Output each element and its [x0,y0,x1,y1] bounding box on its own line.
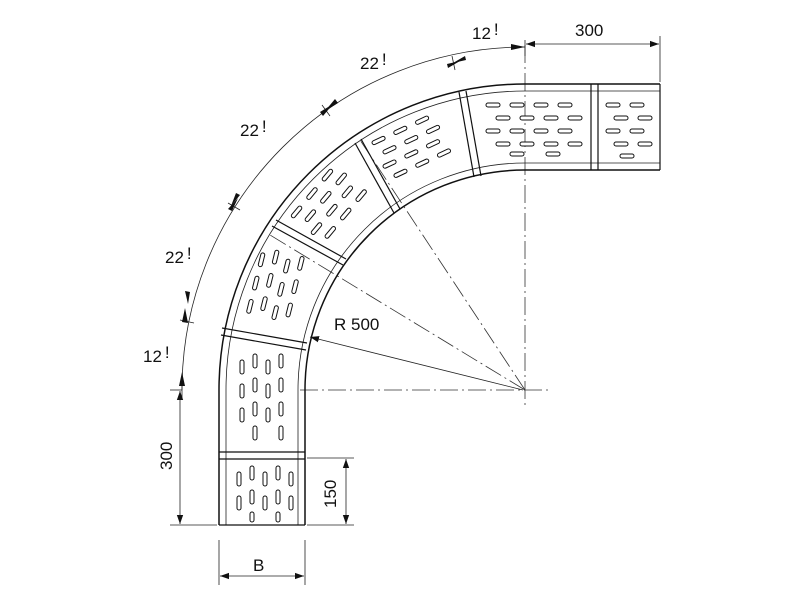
joint-bend-end-top-2 [465,90,482,177]
slots-right-straight [605,102,653,159]
slots-bend-segment-b [290,168,367,239]
top-length-dimension: 300 [526,21,661,82]
angle-dimensions: 12! 22! 22! 22! 12! [143,20,526,400]
angle-arrow [228,198,238,211]
section-joints [219,84,599,460]
slots-bend-segment-c [371,115,452,178]
tray-inner-flange [297,162,660,525]
tray-outer-flange [225,90,660,525]
joint-bend-start-left-2 [220,334,307,351]
joint-bend-end-top [458,91,475,178]
radius-label: R 500 [334,315,379,334]
joint-segment-1b [275,219,347,260]
angle-label-mid-1: 22! [360,50,387,73]
top-length-label: 300 [575,21,603,40]
slots-top-section [485,102,583,157]
width-label: B [253,556,264,575]
left-length-label: 300 [157,442,176,470]
angle-arrow [320,104,333,116]
angle-arrow [179,372,185,386]
angle-arrow [185,291,190,304]
straight-offset-dimension: 150 [307,457,354,526]
left-length-dimension: 300 [157,389,217,526]
joint-bend-start-left [221,327,308,344]
angle-dimension-arc [181,46,526,391]
angle-label-top: 12! [472,20,499,43]
angle-arrow [182,308,188,323]
radius-dimension: R 500 [309,315,524,391]
joint-segment-1 [271,225,344,266]
diagonal-center-line-lower [269,234,526,391]
width-dimension: B [218,540,306,585]
center-lines [269,45,548,408]
tray-body [218,83,661,526]
diagonal-center-line-upper [359,139,526,391]
slots-left-section [239,353,284,441]
straight-offset-label: 150 [321,480,340,508]
tray-outer-edge [218,83,660,525]
angle-arrow [231,193,240,206]
angle-arrow [447,61,460,68]
perforation-slots [236,102,653,523]
angle-arrow [511,44,525,50]
angle-arrow [453,56,466,63]
tray-inner-edge [304,169,660,525]
radius-leader-line [309,336,524,391]
slots-bottom-straight [236,465,294,523]
angle-label-left: 12! [143,343,170,366]
slots-bend-segment-a [246,249,305,321]
joint-segment-2b [360,138,401,210]
angle-label-mid-2: 22! [240,117,267,140]
angle-label-mid-3: 22! [165,244,192,267]
joint-segment-2 [354,142,395,214]
